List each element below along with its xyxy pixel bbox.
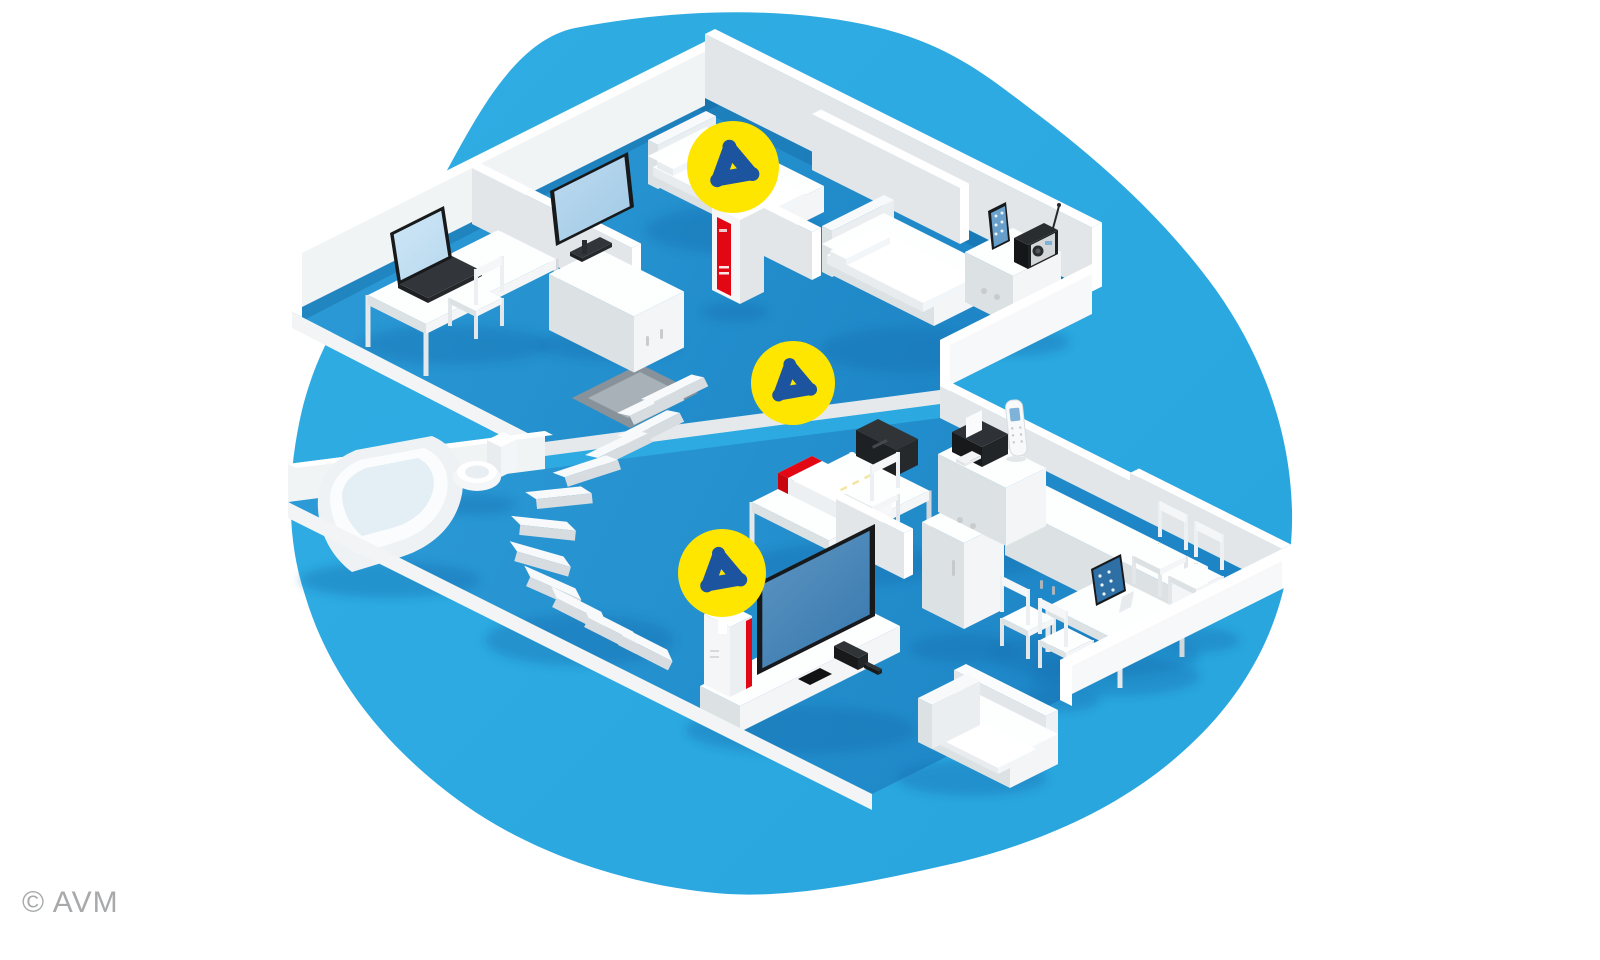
stair-step <box>509 541 571 577</box>
fritz-repeater-upper <box>712 194 764 304</box>
laptop <box>390 206 482 303</box>
sofa <box>918 664 1058 788</box>
game-console <box>834 641 868 670</box>
wall-bedroom <box>812 109 969 244</box>
dresser <box>549 249 684 373</box>
television <box>757 524 875 685</box>
mesh-wifi-badge-middle <box>751 341 835 425</box>
mesh-wifi-badge-upper <box>687 121 779 213</box>
mesh-badges <box>678 121 835 634</box>
remote-control <box>864 662 882 675</box>
upper-floor <box>292 29 1102 458</box>
wall-front-living <box>1060 549 1294 706</box>
fritz-repeater-lower <box>704 603 752 697</box>
monitor <box>550 152 634 262</box>
copyright-label: © AVM <box>22 886 119 919</box>
stair-step <box>641 374 709 411</box>
slab-edge-left <box>292 312 545 458</box>
printer <box>952 410 1008 467</box>
stair-step <box>511 515 576 541</box>
internet-radio <box>1014 203 1061 269</box>
tablet <box>1091 554 1134 613</box>
slab-edge-lower <box>288 502 872 810</box>
office-chair <box>448 256 504 339</box>
stair-step <box>617 624 673 671</box>
winding-stairs <box>509 410 685 671</box>
stairwell-opening <box>572 364 709 428</box>
lower-floor <box>288 381 1294 810</box>
mesh-wifi-badge-lower <box>678 529 766 617</box>
cordless-phone <box>1005 399 1028 462</box>
stair-step <box>552 455 622 487</box>
smartphone <box>988 202 1010 250</box>
stair-step <box>525 486 593 510</box>
wall-stub-upper <box>756 199 821 280</box>
wall-front-right <box>940 264 1102 395</box>
toilet <box>453 432 517 491</box>
